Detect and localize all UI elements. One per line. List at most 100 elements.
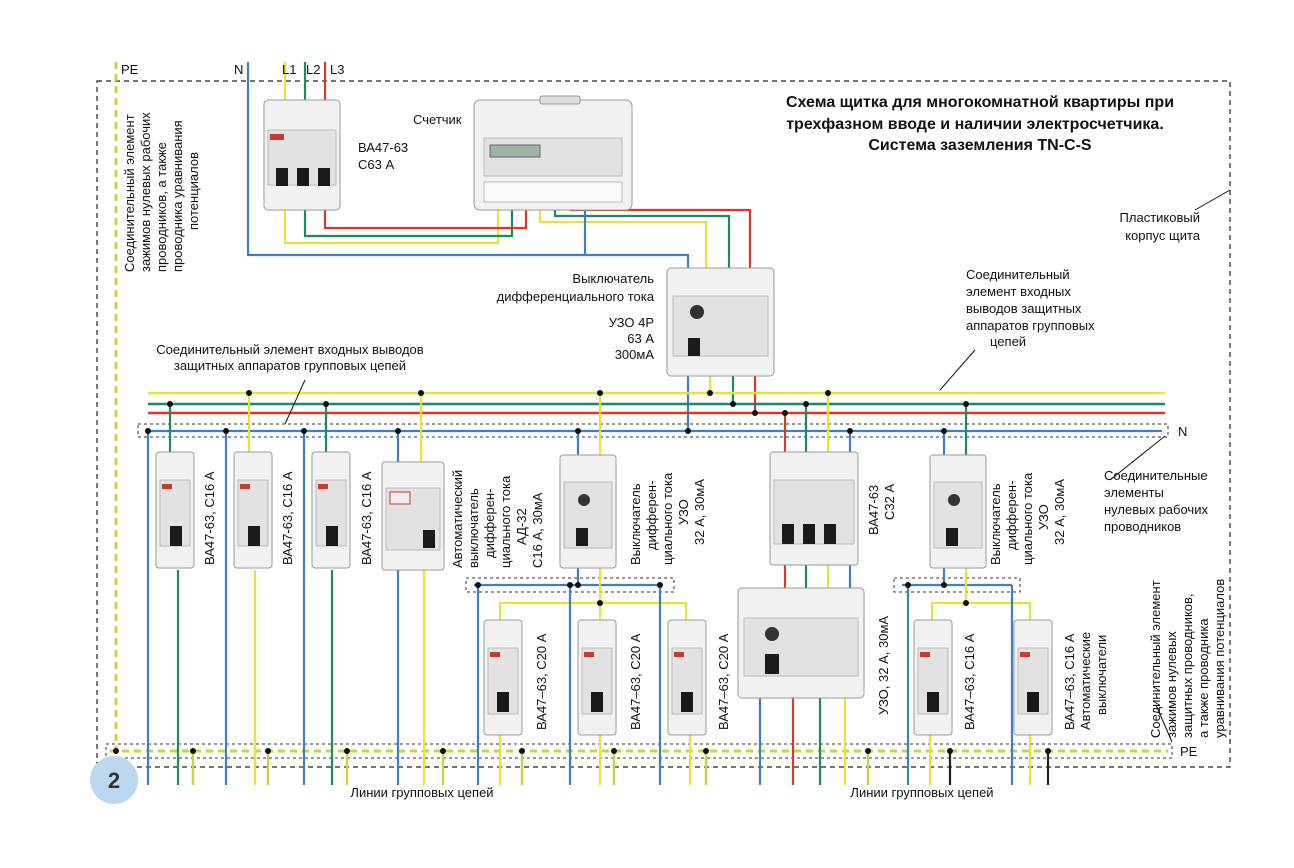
n-top-label: N — [234, 62, 243, 77]
rcd-main-l1: Выключатель — [572, 271, 654, 286]
meter-l3-out — [570, 208, 752, 268]
breaker-2-device — [233, 451, 273, 569]
page-badge-number: 2 — [108, 768, 120, 793]
rcd-main-l3: УЗО 4Р — [609, 315, 654, 330]
page-badge — [90, 756, 138, 804]
rcd-a-l4: УЗО — [676, 499, 691, 525]
rcd-main-l2: дифференциального тока — [497, 289, 655, 304]
neutral-note-4: проводников — [1104, 519, 1181, 534]
bus-note-left-2: защитных аппаратов групповых цепей — [174, 358, 406, 373]
pe-bus-label: PE — [1180, 744, 1198, 759]
difavt-l4: циального тока — [498, 475, 513, 568]
svg-text:потенциалов: потенциалов — [186, 152, 201, 230]
difavt-l3: дифферен- — [482, 489, 497, 558]
rcd-main-l4: 63 А — [627, 331, 654, 346]
neutral-note-1: Соединительные — [1104, 468, 1208, 483]
svg-text:а также проводника: а также проводника — [1196, 618, 1211, 738]
rcd-b-l4: УЗО — [1036, 504, 1051, 530]
difavt-l5: АД-32 — [514, 508, 529, 545]
neutral-note-3: нулевых рабочих — [1104, 502, 1208, 517]
main-breaker-device — [263, 99, 341, 211]
breaker-c20-2-device — [577, 619, 617, 736]
breaker-c16-r2-l2: Автоматические — [1078, 632, 1093, 730]
breaker-3-device — [311, 451, 351, 569]
svg-text:зажимов нулевых: зажимов нулевых — [1164, 631, 1179, 738]
breaker-c16-r1-device — [913, 619, 953, 736]
meter-label: Счетчик — [413, 112, 462, 127]
bus-note-right-3: выводов защитных — [966, 301, 1082, 316]
breaker-3-label: ВА47-63, С16 А — [359, 471, 374, 565]
breaker-c20-1-device — [483, 619, 523, 736]
breaker-1-device — [155, 451, 195, 569]
rcd-a-l1: Выключатель — [628, 483, 643, 565]
difavt-l1: Автоматический — [450, 470, 465, 568]
group-lines-right: Линии групповых цепей — [850, 785, 993, 800]
breaker-c20-3-label: ВА47–63, С20 А — [716, 633, 731, 730]
breaker-c16-r2-device — [1013, 619, 1053, 736]
meter-l2-out — [553, 210, 731, 268]
main-breaker-label1: ВА47-63 — [358, 140, 408, 155]
title-line2: трехфазном вводе и наличии электросчетчи… — [786, 116, 1164, 133]
svg-text:защитных проводников,: защитных проводников, — [1180, 593, 1195, 738]
l1-to-meter — [283, 210, 500, 245]
difavt-device — [381, 461, 445, 571]
housing-border — [96, 80, 1231, 768]
rcd-a-l5: 32 А, 30мА — [692, 479, 707, 545]
rcd-b-l1: Выключатель — [988, 483, 1003, 565]
breaker-c20-3-device — [667, 619, 707, 736]
main-breaker-label2: С63 А — [358, 157, 394, 172]
breaker-c32-l1: ВА47-63 — [866, 485, 881, 535]
left-vertical-note: Соединительный элемент зажимов нулевых р… — [122, 112, 201, 272]
group-lines-left: Линии групповых цепей — [350, 785, 493, 800]
breaker-1-label: ВА47-63, С16 А — [202, 471, 217, 565]
breaker-c20-2-label: ВА47–63, С20 А — [628, 633, 643, 730]
n-incoming-wire — [246, 62, 690, 268]
bus-note-left-1: Соединительный элемент входных выводов — [156, 342, 423, 357]
n-bus-label: N — [1178, 424, 1187, 439]
rcd-3p-label: УЗО, 32 А, 30мА — [876, 616, 891, 715]
l1-label: L1 — [282, 62, 296, 77]
l3-label: L3 — [330, 62, 344, 77]
difavt-l2: выключатель — [466, 488, 481, 568]
svg-text:проводника уравнивания: проводника уравнивания — [170, 120, 185, 272]
neutral-note-2: элементы — [1104, 485, 1164, 500]
difavt-l6: С16 А, 30мА — [530, 492, 545, 568]
bus-note-right-5: цепей — [990, 334, 1026, 349]
rcd-a-l2: дифферен- — [644, 481, 659, 550]
breaker-2-label: ВА47-63, С16 А — [280, 471, 295, 565]
bus-note-right-4: аппаратов групповых — [966, 318, 1095, 333]
pe-top-label: PE — [121, 62, 139, 77]
svg-text:зажимов нулевых рабочих: зажимов нулевых рабочих — [138, 112, 153, 272]
electricity-meter — [473, 95, 633, 211]
svg-text:проводников, а также: проводников, а также — [154, 142, 169, 272]
meter-l1-out — [538, 210, 708, 268]
rcd-b-l5: 32 А, 30мА — [1052, 479, 1067, 545]
housing-label-1: Пластиковый — [1120, 210, 1200, 225]
main-rcd-device — [666, 267, 775, 377]
breaker-c16-r2-l1: ВА47–63, С16 А — [1062, 633, 1077, 730]
breaker-c16-r1-label: ВА47–63, С16 А — [962, 633, 977, 730]
pe-vertical-note: Соединительный элемент зажимов нулевых з… — [1148, 579, 1227, 738]
bus-note-right-1: Соединительный — [966, 267, 1070, 282]
title-line1: Схема щитка для многокомнатной квартиры … — [786, 94, 1174, 111]
rcd-b-device — [929, 454, 987, 569]
bus-note-right-2: элемент входных — [966, 284, 1071, 299]
rcd-b-l2: дифферен- — [1004, 481, 1019, 550]
l2-label: L2 — [306, 62, 320, 77]
rcd-a-l3: циального тока — [660, 472, 675, 565]
rcd-a-device — [559, 454, 617, 569]
breaker-c20-1-label: ВА47–63, С20 А — [534, 633, 549, 730]
rcd-3p-device — [737, 587, 865, 699]
title-line3: Система заземления TN-C-S — [868, 137, 1092, 154]
svg-text:Соединительный элемент: Соединительный элемент — [122, 114, 137, 272]
l2-to-meter — [303, 210, 514, 238]
l3-to-meter — [323, 210, 528, 230]
svg-text:уравнивания потенциалов: уравнивания потенциалов — [1212, 579, 1227, 738]
rcd-b-l3: циального тока — [1020, 472, 1035, 565]
rcd-main-l5: 300мА — [615, 347, 655, 362]
svg-text:Соединительный элемент: Соединительный элемент — [1148, 580, 1163, 738]
breaker-c32-l2: С32 А — [882, 484, 897, 520]
breaker-c32-device — [769, 451, 859, 566]
